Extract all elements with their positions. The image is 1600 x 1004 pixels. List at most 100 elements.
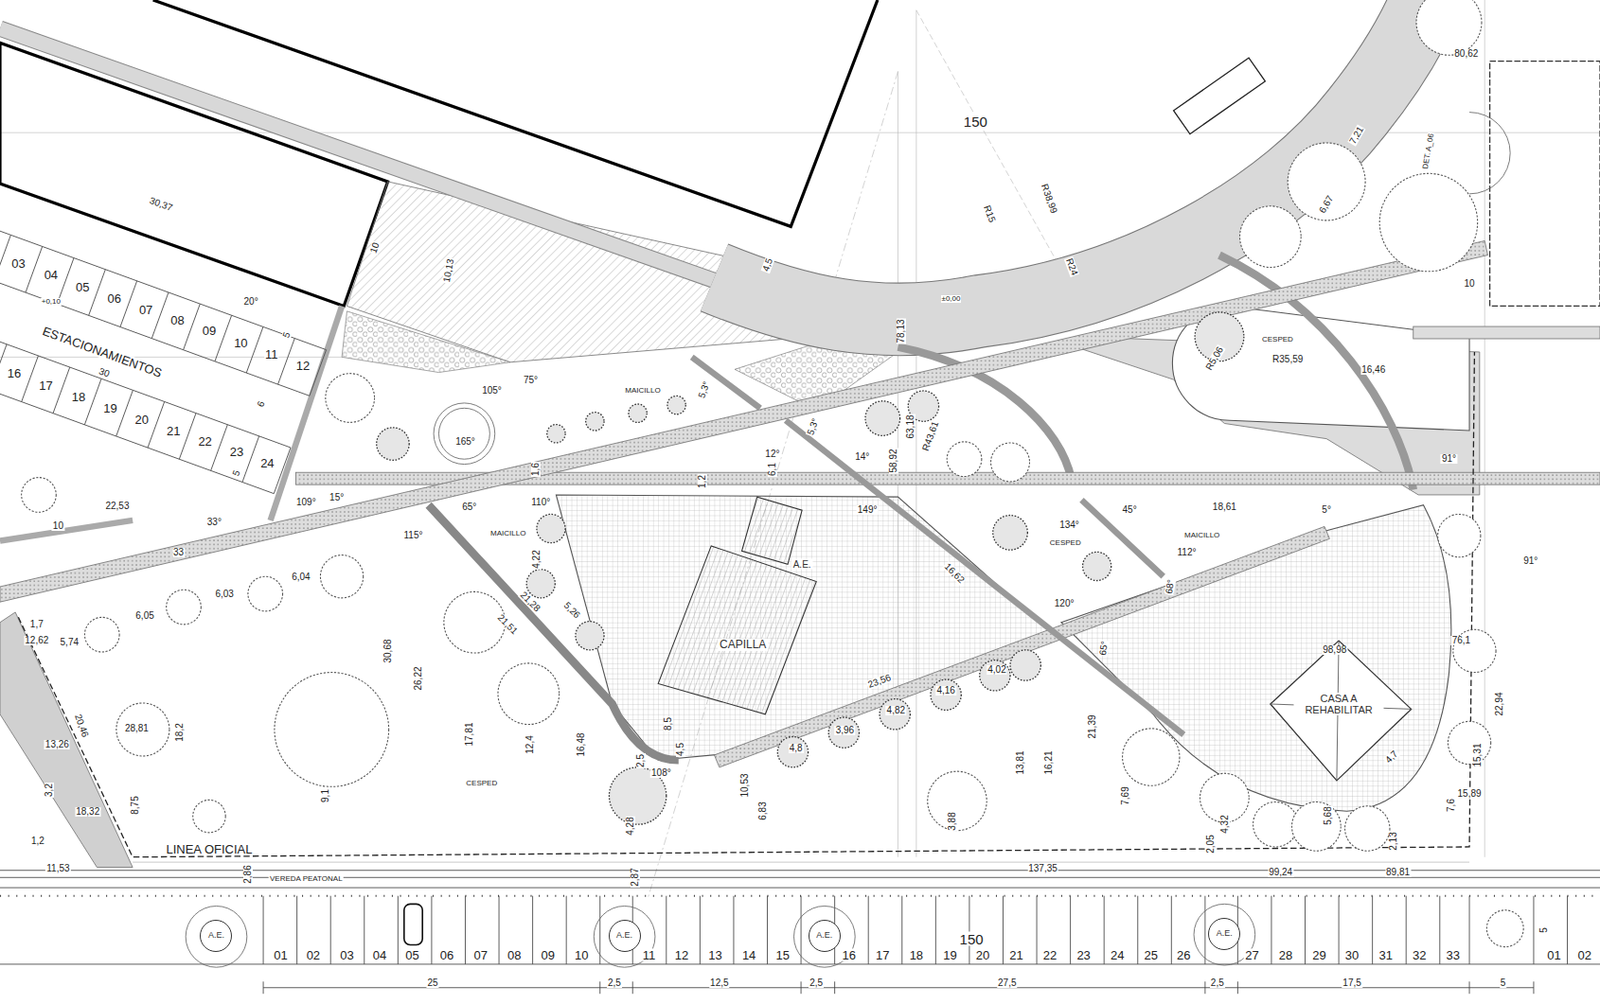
tree-pit-circle: A.E. (808, 920, 841, 953)
plan-label: 25 (426, 978, 439, 989)
road-edge (0, 28, 735, 288)
plan-label: 01 (1546, 948, 1562, 961)
tree-pit-tag: A.E. (814, 931, 835, 942)
planter (433, 403, 496, 465)
plan-label: 17,5 (1341, 978, 1362, 989)
plan-label: 105° (480, 386, 503, 396)
plan-label: 07 (472, 948, 488, 961)
path (785, 420, 1184, 735)
plan-label: 03 (338, 948, 355, 961)
plan-label: 109° (295, 497, 318, 508)
plan-label: 30,37 (147, 195, 176, 214)
plan-label: 10,13 (442, 256, 457, 284)
plan-label: 31 (1377, 948, 1393, 961)
plan-label: 4,82 (886, 706, 907, 716)
tree (193, 800, 226, 834)
plan-label: 5,74 (59, 638, 80, 648)
plan-label: 10 (52, 521, 65, 532)
plan-label: 5 (1499, 978, 1508, 989)
gravel-bed (341, 311, 511, 374)
building-outline (0, 42, 389, 306)
plan-label: 19 (102, 402, 118, 415)
plan-label: 18 (71, 391, 87, 404)
plan-label: MAICILLO (1183, 532, 1221, 540)
bollards (0, 895, 1600, 898)
tree (828, 717, 859, 748)
plan-label: 65° (1098, 640, 1111, 658)
plan-label: 23,56 (866, 673, 894, 692)
plan-label: R5,06 (1203, 344, 1226, 374)
plan-label: 6,03 (213, 589, 234, 600)
plan-label: 33 (1445, 948, 1461, 961)
plan-label: 26,22 (413, 665, 424, 692)
plan-label: 6,1 (767, 462, 778, 478)
house-plaza (1061, 505, 1452, 812)
plan-label: 14 (741, 948, 757, 961)
tree (865, 401, 901, 437)
plan-label: 1,2 (30, 836, 46, 847)
plan-label: 10 (368, 240, 382, 256)
plan-label: 7,6 (1446, 799, 1457, 815)
plan-label: MAICILLO (489, 530, 527, 538)
plan-label: 14° (853, 452, 871, 463)
plan-label: 91° (1522, 556, 1539, 567)
plan-label: 75° (522, 375, 539, 386)
plan-label: 5° (1320, 505, 1333, 516)
plan-label: 165° (454, 437, 477, 447)
plan-label: 3,2 (44, 782, 54, 799)
plan-label: DET. A_06 (1422, 131, 1437, 171)
shrub (586, 412, 605, 431)
road-band (0, 28, 735, 288)
tree (84, 617, 120, 653)
plan-label: 21 (1008, 948, 1024, 961)
tree (526, 569, 555, 599)
plan-label: 1,2 (697, 474, 708, 490)
plan-label: 115° (403, 531, 425, 541)
tree (116, 703, 170, 757)
plan-label: 18,32 (74, 807, 101, 818)
plan-label: 12,62 (23, 636, 50, 646)
tree (1010, 650, 1041, 681)
plan-label: R43,61 (920, 419, 941, 454)
plan-label: 4,5 (675, 742, 686, 758)
plan-label: 15,31 (1473, 742, 1483, 768)
plan-label: ±0,00 (941, 295, 962, 303)
path (692, 356, 761, 409)
shrub (547, 425, 566, 444)
plan-label: 22 (1042, 948, 1058, 961)
tree (1287, 142, 1366, 221)
plan-label: 5 (1539, 926, 1549, 935)
tree (1292, 802, 1342, 853)
curb-line (0, 963, 1600, 965)
plan-label: 10 (573, 948, 589, 961)
walkway (0, 240, 1488, 603)
curb-line (0, 870, 1600, 872)
plan-label: R24 (1064, 256, 1080, 279)
car (404, 904, 423, 945)
plan-label: 5,26 (560, 599, 582, 621)
plan-label: 17,81 (464, 722, 475, 748)
plan-label: 12,4 (525, 734, 535, 755)
plan-label: 12 (674, 948, 690, 961)
roof-ridge (1270, 640, 1412, 782)
tree (320, 555, 363, 599)
guide-line (0, 356, 347, 358)
building-label: A.E. (791, 559, 814, 570)
curved-path (428, 505, 679, 762)
plan-label: 09 (540, 948, 556, 961)
tree (1486, 910, 1524, 948)
tree (1438, 514, 1481, 557)
plan-label: 65° (461, 502, 478, 513)
tree-pit-circle: A.E. (608, 920, 641, 953)
plan-label: 2,5 (808, 978, 824, 989)
plan-label: 137,35 (1027, 864, 1059, 874)
dimension-line (132, 862, 1470, 864)
plan-label: 22,94 (1494, 691, 1505, 717)
plan-label: 3,96 (835, 726, 855, 736)
plan-label: CESPED (464, 780, 498, 788)
plan-label: +0,10 (40, 298, 62, 306)
building-outline (1490, 61, 1600, 307)
plan-label: 2,86 (243, 864, 253, 885)
plan-label: 2,5 (606, 978, 623, 989)
